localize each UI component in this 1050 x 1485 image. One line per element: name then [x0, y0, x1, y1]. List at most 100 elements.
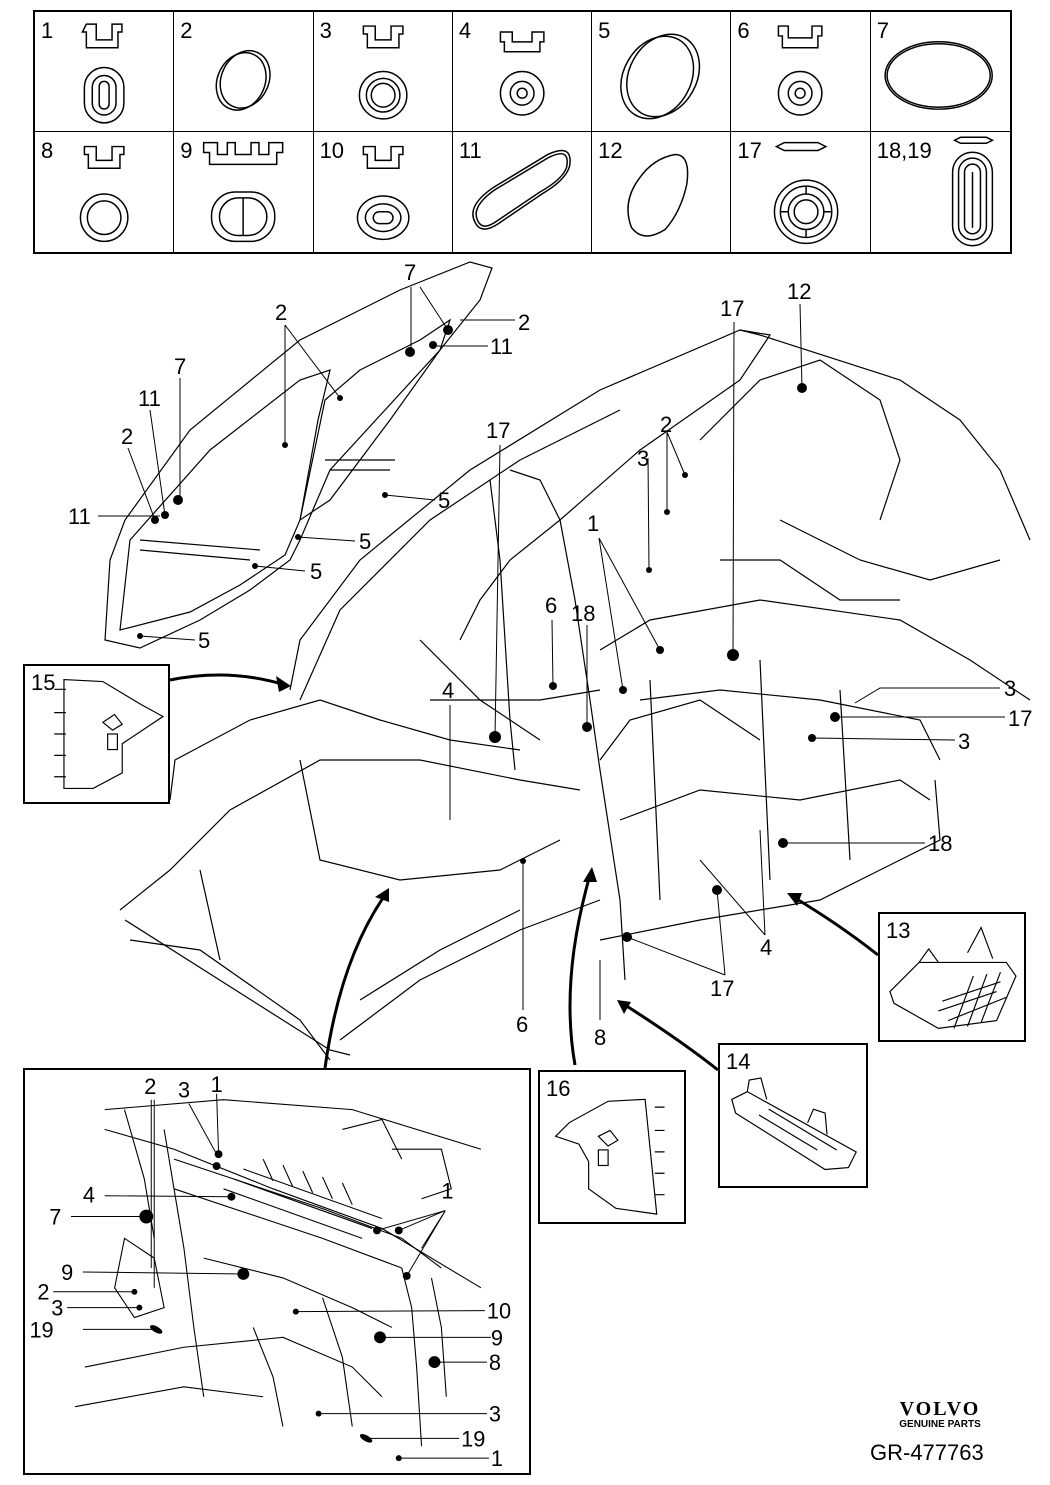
cap-2-icon	[215, 49, 272, 111]
callout: 4	[83, 1183, 95, 1208]
legend-cell-8: 8	[35, 132, 175, 252]
grommet-17-icon	[774, 141, 839, 245]
callout: 5	[310, 559, 322, 584]
callout: 19	[461, 1426, 485, 1451]
callout: 3	[637, 446, 649, 471]
legend-cell-11: 11	[453, 132, 593, 252]
legend-number: 12	[598, 138, 623, 163]
detail-number: 16	[546, 1076, 571, 1101]
callout: 2	[144, 1074, 156, 1099]
callout: 3	[1004, 676, 1016, 701]
detail-number: 14	[726, 1049, 751, 1074]
legend-number: 5	[598, 18, 611, 43]
pointer-arrows	[169, 673, 879, 1072]
callout: 12	[787, 279, 811, 304]
side-panel-16-icon	[554, 1098, 665, 1215]
volvo-logo: VOLVO GENUINE PARTS	[880, 1398, 1000, 1430]
legend-cell-10: 10	[314, 132, 453, 252]
cap-7-icon	[884, 41, 993, 110]
callout: 9	[61, 1260, 73, 1285]
legend-number: 17	[737, 138, 762, 163]
bracket-13-icon	[889, 926, 1017, 1029]
plug-8-icon	[79, 145, 129, 243]
legend-number: 10	[319, 138, 345, 163]
callout: 3	[51, 1296, 63, 1321]
callout-labels: 7 2 11 2 7 11 2 11 5 5 5 5 17 12 17 2 3 …	[68, 260, 1032, 1050]
side-panel-15-icon	[54, 678, 165, 789]
callout: 8	[489, 1350, 501, 1375]
legend-cell-4: 4	[452, 12, 593, 132]
legend-cell-18-19: 18,19	[871, 132, 1010, 252]
plug-9-icon	[203, 141, 284, 243]
callout: 17	[1008, 706, 1032, 731]
legend-number: 8	[41, 138, 54, 163]
legend-number: 2	[180, 18, 193, 43]
callout: 2	[37, 1280, 49, 1305]
cap-11-icon	[471, 149, 571, 230]
callout: 11	[490, 334, 513, 359]
plug-4-icon	[499, 31, 545, 116]
underbody-inset: 2 3 1 4 7 1 9 2 3 19 10 9 8 3 19 1	[23, 1068, 531, 1475]
leader-lines	[98, 286, 1005, 1020]
legend-cell-2: 2	[174, 12, 314, 132]
callout: 2	[660, 412, 672, 437]
callout: 7	[49, 1204, 61, 1229]
callout: 17	[710, 976, 734, 1001]
legend-cell-6: 6	[731, 12, 871, 132]
inset-callout-labels: 2 3 1 4 7 1 9 2 3 19 10 9 8 3 19 1	[29, 1072, 511, 1471]
callout: 3	[958, 729, 970, 754]
detail-number: 15	[31, 670, 56, 695]
callout: 10	[487, 1299, 511, 1324]
callout: 7	[174, 354, 186, 379]
callout: 17	[720, 296, 744, 321]
detail-box-15: 15	[23, 664, 170, 804]
callout: 2	[518, 310, 530, 335]
callout: 4	[442, 678, 454, 703]
detail-box-16: 16	[538, 1070, 686, 1224]
legend-cell-5: 5	[592, 12, 732, 132]
body-outline	[104, 261, 1031, 1061]
legend-cell-7: 7	[870, 12, 1010, 132]
legend-number: 7	[876, 18, 889, 43]
callout: 8	[594, 1025, 606, 1050]
callout: 2	[121, 424, 133, 449]
callout: 6	[545, 593, 557, 618]
callout: 18	[571, 601, 595, 626]
legend-cell-1: 1	[35, 12, 175, 132]
callout: 5	[198, 628, 210, 653]
cap-12-icon	[627, 153, 689, 237]
callout: 3	[178, 1078, 190, 1103]
legend-cell-17: 17	[731, 132, 871, 252]
reference-number: GR-477763	[870, 1440, 984, 1465]
callout: 11	[138, 386, 161, 411]
brand-logo-text: VOLVO	[899, 1398, 981, 1420]
brand-subtitle: GENUINE PARTS	[899, 1419, 981, 1430]
callout: 1	[211, 1072, 223, 1097]
callout: 1	[441, 1179, 453, 1204]
parts-legend: 1 2 3 4 5 6 7 8 9 10 11 12 17 18,19	[33, 10, 1012, 254]
callout: 4	[760, 935, 772, 960]
legend-number: 6	[737, 18, 750, 43]
plug-1-icon	[81, 23, 125, 124]
callout: 17	[486, 418, 510, 443]
callout: 6	[516, 1012, 528, 1037]
arrow-heads	[276, 676, 802, 1014]
callout: 1	[491, 1446, 503, 1471]
legend-number: 4	[458, 18, 472, 43]
legend-cell-9: 9	[174, 132, 314, 252]
callout: 9	[491, 1325, 503, 1350]
legend-number: 11	[458, 138, 482, 163]
callout: 5	[438, 488, 450, 513]
legend-number: 3	[319, 18, 332, 43]
grommet-18-19-icon	[951, 136, 994, 247]
callout: 5	[359, 529, 371, 554]
inset-leader-lines	[53, 1093, 491, 1459]
underbody-drawing: 2 3 1 4 7 1 9 2 3 19 10 9 8 3 19 1	[29, 1072, 511, 1471]
legend-number: 1	[41, 18, 54, 43]
plug-6-icon	[778, 25, 824, 116]
legend-cell-3: 3	[313, 12, 453, 132]
detail-box-13: 13	[878, 912, 1026, 1042]
inset-plug-markers	[131, 1150, 441, 1462]
legend-cell-12: 12	[592, 132, 732, 252]
